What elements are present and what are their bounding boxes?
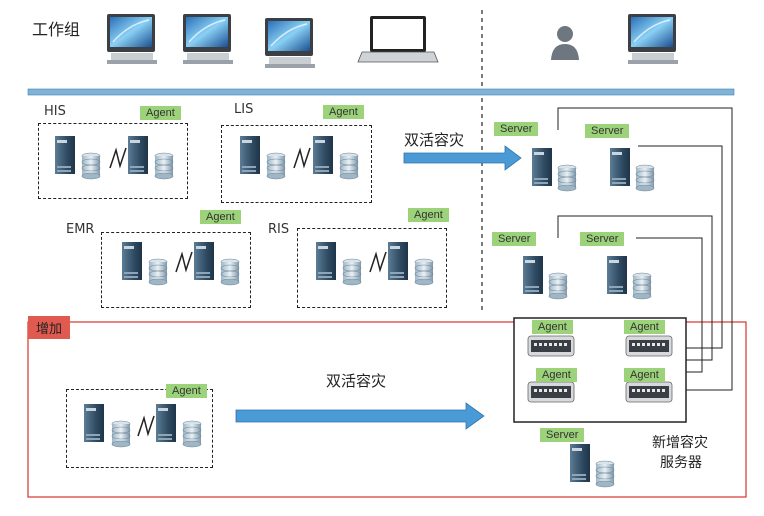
laptop-icon (357, 16, 439, 63)
system-name-emr: EMR (66, 222, 95, 237)
agent-tag: Agent (536, 368, 577, 382)
system-name-ris: RIS (268, 222, 290, 237)
agent-tag: Agent (624, 368, 665, 382)
agent-tag: Agent (166, 384, 207, 398)
agent-tag: Agent (323, 105, 364, 119)
workstation-monitor-icon (182, 13, 234, 65)
server-tag: Server (580, 232, 625, 246)
system-group-his (38, 123, 188, 199)
new-server-caption-line2: 服务器 (660, 455, 702, 471)
server-tag: Server (494, 122, 539, 136)
agent-tag: Agent (408, 208, 449, 222)
added-section-tag: 增加 (28, 316, 71, 339)
workstation-monitor-icon (627, 13, 679, 65)
system-name-lis: LIS (234, 102, 254, 117)
user-icon (551, 26, 579, 60)
system-group-emr (101, 232, 251, 308)
agent-tag: Agent (140, 106, 181, 120)
agent-tag: Agent (200, 210, 241, 224)
server-tag: Server (492, 232, 537, 246)
new-server-caption-line1: 新增容灾 (652, 435, 708, 451)
flow-label-top: 双活容灾 (404, 131, 465, 149)
server-tag: Server (540, 428, 585, 442)
server-tag: Server (585, 124, 630, 138)
system-group-ris (297, 228, 447, 308)
workgroup-label: 工作组 (32, 20, 81, 39)
flow-label-bottom: 双活容灾 (326, 372, 387, 390)
system-group-added (66, 389, 213, 468)
workstation-monitor-icon (106, 13, 158, 65)
agent-tag: Agent (624, 320, 665, 334)
system-group-lis (221, 125, 372, 203)
agent-tag: Agent (532, 320, 573, 334)
workstation-monitor-icon (264, 17, 316, 69)
system-name-his: HIS (44, 104, 66, 119)
